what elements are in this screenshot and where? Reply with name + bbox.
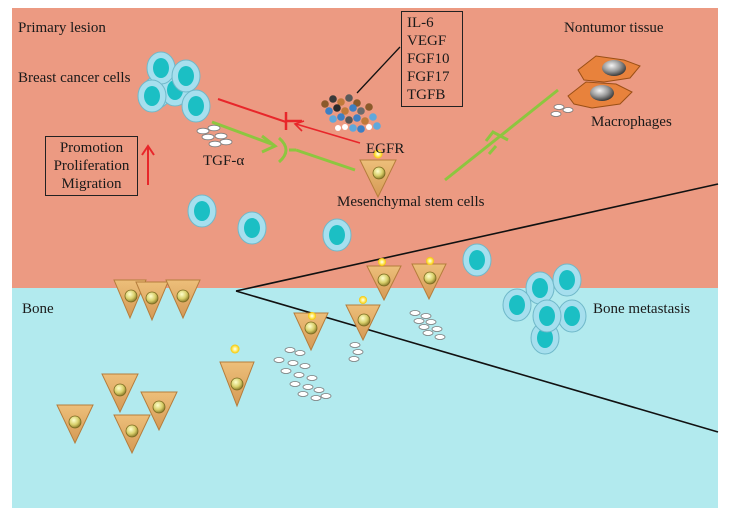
cancer-cell — [532, 299, 562, 333]
cancer-cell — [462, 243, 492, 277]
effect-item: Proliferation — [53, 158, 130, 174]
msc-cell — [366, 258, 402, 302]
cancer-cell — [181, 89, 211, 123]
msc-label: Mesenchymal stem cells — [337, 194, 485, 210]
cytokine-item: VEGF — [407, 33, 447, 49]
wedge-line-upper — [235, 183, 719, 292]
inhibition-receptor — [284, 112, 302, 130]
cytokine-molecule-cluster — [321, 94, 381, 133]
cytokine-callout-line — [356, 46, 401, 94]
macrophages-label: Macrophages — [591, 114, 672, 130]
breast-cancer-cells-label: Breast cancer cells — [18, 70, 131, 86]
cancer-cell — [146, 51, 176, 85]
egfr-receptor — [277, 136, 296, 164]
nontumor-tissue-label: Nontumor tissue — [564, 20, 664, 36]
effect-item: Promotion — [59, 140, 124, 156]
cancer-cell — [502, 288, 532, 322]
tgf-alpha-arrow-line — [211, 120, 275, 147]
effects-box: Promotion Proliferation Migration — [45, 136, 138, 196]
cancer-cell — [525, 271, 555, 305]
cytokine-arrow-line — [295, 123, 361, 144]
breast-cancer-cell-cluster — [137, 51, 211, 123]
primary-lesion-region — [12, 8, 718, 288]
msc-main — [359, 149, 397, 199]
cancer-cell — [552, 263, 582, 297]
macrophage-granules — [550, 104, 574, 117]
cytokine-item: TGFB — [407, 87, 446, 103]
bone-label: Bone — [22, 301, 54, 317]
cancer-cell — [322, 218, 352, 252]
egfr-label: EGFR — [366, 141, 405, 157]
msc-cell — [101, 373, 139, 414]
bone-metastasis-label: Bone metastasis — [593, 301, 691, 317]
msc-cell — [411, 257, 447, 301]
tgf-alpha-granules — [196, 124, 233, 148]
cancer-cell — [237, 211, 267, 245]
primary-lesion-label: Primary lesion — [18, 20, 106, 36]
tgf-alpha-label: TGF-α — [203, 153, 245, 169]
msc-cell — [219, 344, 255, 408]
msc-cell — [56, 404, 94, 445]
inhibition-line — [217, 98, 287, 123]
cancer-cell — [557, 299, 587, 333]
bone-granules — [273, 310, 446, 401]
egfr-signal-line — [295, 148, 356, 172]
msc-cell — [113, 414, 151, 455]
cancer-cell — [137, 79, 167, 113]
promotion-arrow-head — [141, 144, 155, 156]
macrophage-cell — [577, 55, 641, 83]
msc-cell — [140, 391, 178, 432]
bone-metastasis-cluster — [502, 263, 587, 355]
cytokine-item: FGF10 — [407, 51, 450, 67]
msc-cell — [113, 279, 147, 320]
cytokine-item: IL-6 — [407, 15, 434, 31]
tgf-alpha-arrow-head — [261, 134, 278, 154]
macrophage-cell — [567, 81, 633, 109]
cancer-cell — [187, 194, 217, 228]
effect-item: Migration — [61, 176, 122, 192]
cancer-cell — [171, 59, 201, 93]
cytokine-item: FGF17 — [407, 69, 450, 85]
cytokine-arrow-head — [293, 120, 305, 132]
msc-cell — [165, 279, 201, 320]
cytokine-box: IL-6 VEGF FGF10 FGF17 TGFB — [401, 11, 463, 107]
msc-cell — [293, 312, 329, 352]
msc-cell — [345, 296, 381, 342]
msc-cell — [135, 281, 169, 322]
macrophage-arrow-head — [484, 130, 509, 155]
